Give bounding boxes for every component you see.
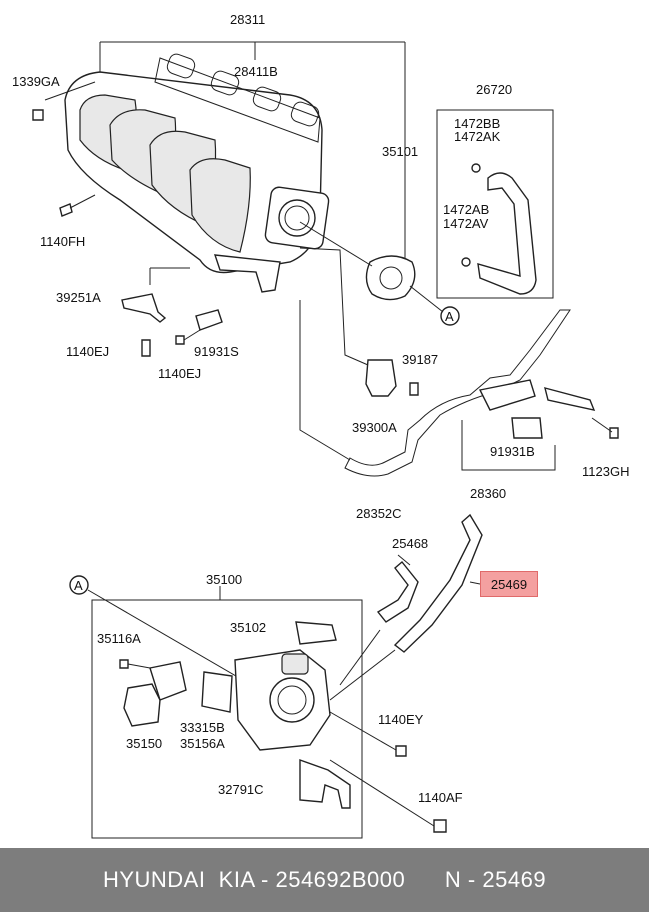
manifold-gasket bbox=[154, 53, 321, 143]
bolts bbox=[32, 81, 619, 439]
label-28411B: 28411B bbox=[234, 64, 278, 79]
label-callout-a-bottom: A bbox=[74, 578, 83, 593]
label-1472AV: 1472AV bbox=[443, 216, 489, 231]
label-35116A: 35116A bbox=[97, 631, 141, 646]
label-35150: 35150 bbox=[126, 736, 162, 751]
label-91931B: 91931B bbox=[490, 444, 535, 459]
pcv-hose bbox=[299, 300, 596, 477]
label-1339GA: 1339GA bbox=[12, 74, 60, 89]
throttle-body-group bbox=[69, 575, 447, 839]
label-callout-a-top: A bbox=[445, 309, 454, 324]
label-35102: 35102 bbox=[230, 620, 266, 635]
footer-bar: HYUNDAI KIA - 254692B000 N - 25469 bbox=[0, 848, 649, 912]
label-35156A: 35156A bbox=[180, 736, 225, 751]
label-1140EJ-mid: 1140EJ bbox=[158, 366, 201, 381]
highlighted-part-box bbox=[480, 571, 538, 597]
label-28311: 28311 bbox=[230, 12, 265, 27]
callout-a-top bbox=[409, 285, 460, 326]
highlighted-part-label: 25469 bbox=[490, 576, 528, 592]
parts-diagram: 28311 1339GA 28411B 26720 1472BB 1472AK … bbox=[12, 12, 629, 839]
map-sensor bbox=[299, 247, 397, 397]
label-1123GH: 1123GH bbox=[582, 464, 629, 479]
label-1140FH: 1140FH bbox=[40, 234, 85, 249]
label-1472AK: 1472AK bbox=[454, 129, 501, 144]
coolant-hoses bbox=[329, 513, 483, 701]
label-1140AF: 1140AF bbox=[418, 790, 463, 805]
label-1140EJ-left: 1140EJ bbox=[66, 344, 109, 359]
label-35100: 35100 bbox=[206, 572, 242, 587]
bracket-91931S bbox=[195, 309, 223, 331]
intake-manifold bbox=[64, 41, 406, 293]
bracket-39251A bbox=[121, 267, 190, 323]
label-35101: 35101 bbox=[382, 144, 418, 159]
label-25468: 25468 bbox=[392, 536, 428, 551]
footer-text: HYUNDAI KIA - 254692B000 N - 25469 bbox=[102, 867, 547, 892]
label-1472AB: 1472AB bbox=[443, 202, 489, 217]
label-39251A: 39251A bbox=[56, 290, 101, 305]
label-1472BB: 1472BB bbox=[454, 116, 500, 131]
label-28352C: 28352C bbox=[356, 506, 402, 521]
part-labels: 28311 1339GA 28411B 26720 1472BB 1472AK … bbox=[12, 12, 629, 805]
label-91931S: 91931S bbox=[194, 344, 239, 359]
label-39187: 39187 bbox=[402, 352, 438, 367]
label-32791C: 32791C bbox=[218, 782, 264, 797]
label-39300A: 39300A bbox=[352, 420, 397, 435]
throttle-gasket bbox=[299, 221, 416, 301]
hose-kit-box bbox=[436, 109, 554, 299]
label-28360: 28360 bbox=[470, 486, 506, 501]
label-33315B: 33315B bbox=[180, 720, 225, 735]
label-26720: 26720 bbox=[476, 82, 512, 97]
label-1140EY: 1140EY bbox=[378, 712, 424, 727]
